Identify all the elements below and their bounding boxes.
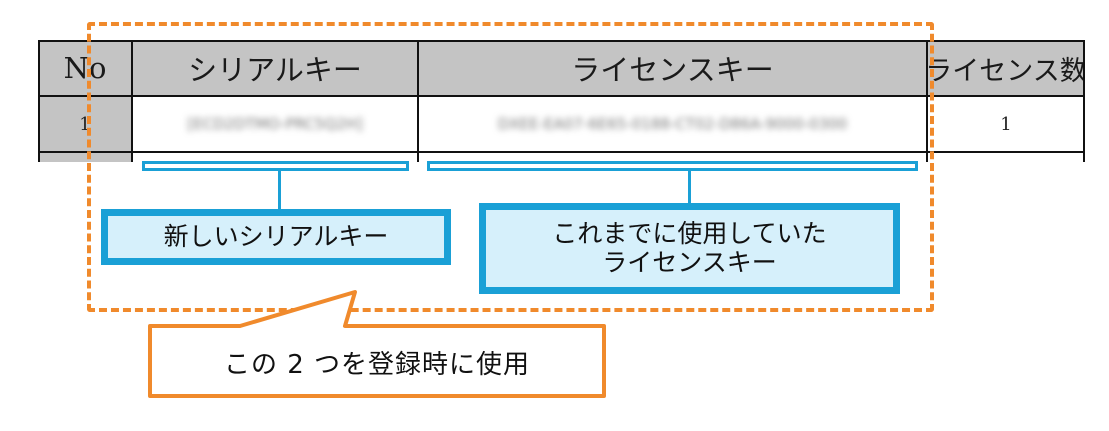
row-no: 1 — [38, 96, 132, 152]
header-license-count: ライセンス数 — [927, 40, 1085, 96]
new-serial-key-label: 新しいシリアルキー — [101, 209, 451, 265]
header-license-key: ライセンスキー — [418, 40, 927, 96]
header-serial-key: シリアルキー — [132, 40, 418, 96]
row-license-count: 1 — [1000, 113, 1012, 135]
table-right-border — [1083, 40, 1085, 162]
row-license-cell: DXEE-EA07-6E65-0188-CT02-D86A-9000-0300 — [418, 96, 927, 152]
license-table: No シリアルキー ライセンスキー ライセンス数 1 [ECD2DTMO-PRC… — [38, 40, 1085, 162]
previous-license-key-text: これまでに使用していた ライセンスキー — [552, 218, 827, 278]
previous-license-key-line1: これまでに使用していた — [552, 218, 827, 248]
table-header-divider — [38, 95, 1085, 97]
table-col-divider — [417, 40, 419, 162]
previous-license-key-line2: ライセンスキー — [602, 247, 777, 277]
highlight-dashed-frame — [87, 22, 934, 312]
table-row-divider — [38, 151, 1085, 153]
row-no-continuation — [38, 152, 132, 162]
table-col-divider — [131, 40, 133, 162]
table-col-divider — [926, 40, 928, 162]
callout-text: この 2 つを登録時に使用 — [223, 349, 531, 380]
previous-license-key-label: これまでに使用していた ライセンスキー — [479, 203, 900, 294]
table-top-border — [38, 40, 1085, 42]
new-serial-key-text: 新しいシリアルキー — [163, 221, 389, 251]
serial-key-value: [ECD2DTMO-PRC5Q2H] — [187, 115, 363, 133]
license-key-connector — [688, 171, 691, 205]
license-key-bracket — [427, 161, 918, 171]
serial-key-connector — [278, 171, 281, 211]
table-left-border — [38, 40, 40, 162]
serial-key-bracket — [142, 161, 409, 171]
row-serial-cell: [ECD2DTMO-PRC5Q2H] — [132, 96, 418, 152]
license-key-value: DXEE-EA07-6E65-0188-CT02-D86A-9000-0300 — [497, 115, 848, 133]
header-no: No — [38, 40, 132, 96]
